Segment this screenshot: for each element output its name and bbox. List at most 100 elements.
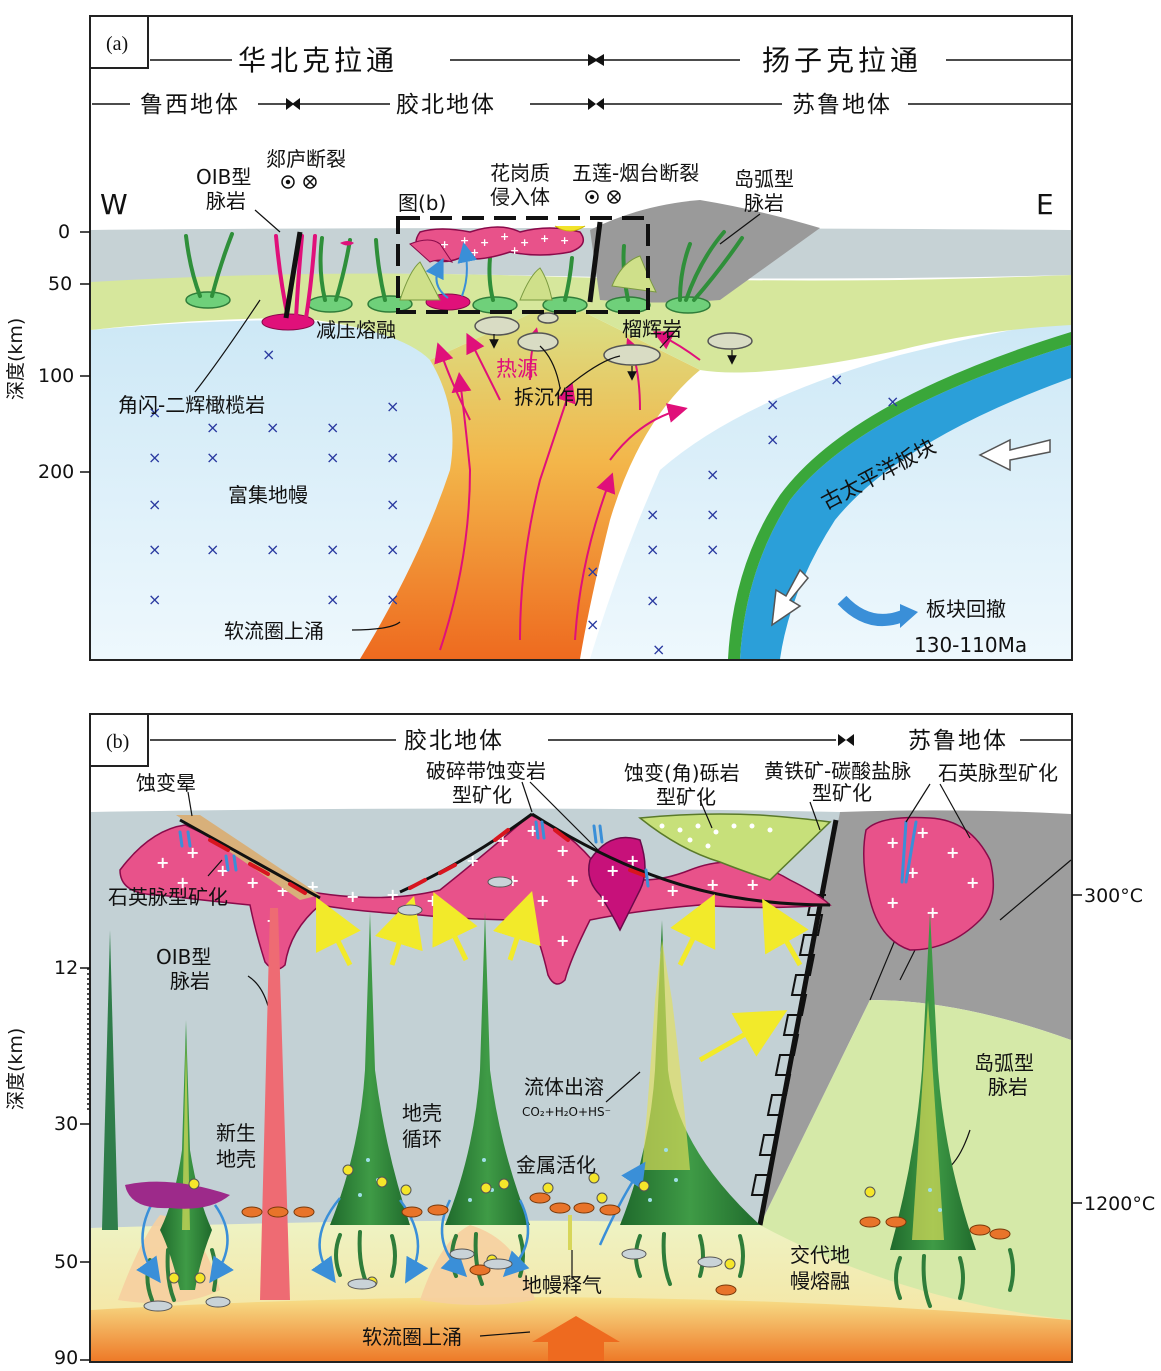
fig-b-label: 图(b) (398, 191, 446, 215)
svg-text:×: × (206, 540, 219, 559)
panel-b-tick-30: 30 (54, 1113, 78, 1135)
oib-label-1: OIB型 (156, 945, 211, 969)
oib-dike-label-2: 脉岩 (206, 189, 246, 213)
panel-a-label-box (89, 15, 149, 69)
juvenile-label-2: 地壳 (216, 1147, 256, 1171)
panel-b-tick-90: 90 (54, 1347, 78, 1369)
panel-b-header-markers (838, 734, 854, 746)
delamination-label: 拆沉作用 (514, 385, 594, 409)
temp-300: 300°C (1084, 885, 1143, 907)
small-magma (340, 241, 354, 246)
pyrite-label-2: 型矿化 (812, 781, 872, 805)
svg-text:×: × (886, 392, 899, 411)
terrane-luxi: 鲁西地体 (140, 92, 240, 118)
svg-text:+: + (480, 236, 489, 249)
svg-text:×: × (706, 540, 719, 559)
delaminated-blocks (474, 312, 753, 366)
svg-text:×: × (206, 418, 219, 437)
push-arrow (978, 438, 1051, 472)
svg-text:×: × (148, 495, 161, 514)
svg-text:+: + (156, 853, 169, 872)
heat-source-label: 热源 (496, 357, 538, 381)
svg-text:+: + (246, 873, 259, 892)
svg-text:×: × (646, 591, 659, 610)
panel-a: × × × × × × × × × × × × × × × × × × × × … (5, 15, 1073, 661)
plug-2 (519, 267, 553, 301)
granite-right (863, 816, 995, 951)
dike-roots (185, 291, 711, 314)
svg-text:×: × (148, 448, 161, 467)
plug-3 (611, 255, 657, 293)
peridotite-label: 角闪-二辉橄榄岩 (118, 393, 265, 417)
fluid-formula: CO₂+H₂O+HS⁻ (522, 1105, 611, 1119)
svg-text:×: × (386, 448, 399, 467)
quartz-vein-left-label: 石英脉型矿化 (108, 885, 228, 909)
sink-arrow (771, 568, 810, 627)
svg-text:×: × (148, 540, 161, 559)
svg-text:+: + (536, 891, 549, 910)
svg-text:×: × (148, 590, 161, 609)
svg-text:+: + (886, 893, 899, 912)
terrane-sulu-b: 苏鲁地体 (908, 728, 1008, 754)
panel-a-y-label: 深度(km) (5, 318, 27, 400)
panel-b-label: (b) (106, 731, 129, 753)
enriched-mantle-label: 富集地幔 (228, 483, 308, 507)
craton-west-title: 华北克拉通 (238, 44, 398, 77)
svg-text:×: × (326, 540, 339, 559)
terrane-jiaobei: 胶北地体 (396, 92, 496, 118)
wulian-fault-line (587, 221, 603, 303)
red-veins (208, 828, 648, 895)
east-label: E (1036, 188, 1054, 221)
panel-b-label-box (89, 713, 149, 767)
svg-text:×: × (386, 397, 399, 416)
svg-text:×: × (706, 505, 719, 524)
panel-a-tick-0: 0 (58, 221, 70, 243)
fracture-left (179, 818, 321, 900)
tanlu-fault-label: 郯庐断裂 (266, 147, 346, 171)
svg-text:×: × (262, 345, 275, 364)
west-label: W (100, 188, 128, 221)
arc-dike-label-1: 岛弧型 (734, 167, 794, 191)
fluid-arrows (316, 890, 809, 1063)
fluid-halos (182, 940, 944, 1240)
panel-a-header-markers (286, 54, 604, 110)
rollback-arrow (837, 595, 908, 626)
leader-lines (194, 209, 761, 631)
blue-arrow-a2 (457, 242, 478, 297)
panel-b: ++ ++ ++ ++ ++ ++ ++ ++ ++ ++ ++ ++ ++ +… (5, 713, 1155, 1369)
svg-text:+: + (500, 230, 509, 243)
svg-text:×: × (830, 370, 843, 389)
fracture-label-1: 破碎带蚀变岩 (426, 759, 546, 783)
breccia-label-2: 型矿化 (656, 785, 716, 809)
svg-text:×: × (646, 540, 659, 559)
svg-text:+: + (706, 875, 719, 894)
panel-b-y-label: 深度(km) (5, 1028, 27, 1110)
paleo-pacific-slab (740, 345, 1071, 659)
oib-dike-label-1: OIB型 (196, 165, 251, 189)
arc-label-1: 岛弧型 (974, 1051, 1034, 1075)
svg-text:+: + (746, 875, 759, 894)
bubbles (358, 1148, 942, 1212)
svg-text:×: × (326, 590, 339, 609)
panel-b-tick-50: 50 (54, 1251, 78, 1273)
panel-a-tick-100: 100 (38, 365, 74, 387)
temp-1200: 1200°C (1084, 1193, 1155, 1215)
age-label: 130-110Ma (914, 633, 1027, 657)
arc-dike-label-2: 脉岩 (744, 191, 784, 215)
craton-east-title: 扬子克拉通 (762, 44, 922, 77)
sulu-block (760, 810, 1071, 1225)
svg-text:×: × (586, 615, 599, 634)
breccia-zone (638, 813, 832, 881)
grey-pods (143, 876, 723, 1312)
svg-text:×: × (386, 495, 399, 514)
svg-text:+: + (556, 841, 569, 860)
metasomatic-label-2: 幔熔融 (790, 1269, 850, 1293)
svg-text:×: × (386, 590, 399, 609)
panel-a-header-lines (92, 59, 1071, 105)
metal-label: 金属活化 (516, 1153, 596, 1177)
svg-text:+: + (426, 891, 439, 910)
metal-dots (168, 1164, 876, 1288)
granite-label-1: 花岗质 (490, 161, 550, 185)
terrane-sulu: 苏鲁地体 (792, 92, 892, 118)
